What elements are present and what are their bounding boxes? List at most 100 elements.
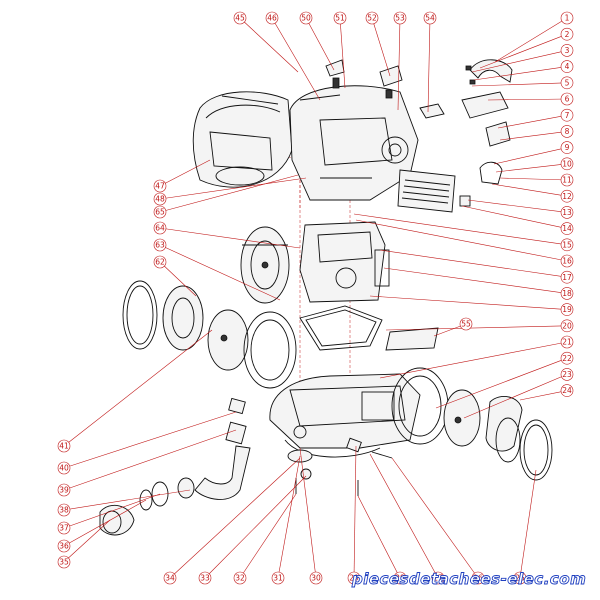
leader-line-18 (383, 267, 568, 294)
base-chassis-part (269, 373, 421, 458)
leader-line-40 (63, 411, 237, 469)
part-number-32: 32 (235, 574, 245, 583)
top-small-parts (325, 59, 445, 119)
leader-line-24 (519, 390, 568, 401)
label-circle-37 (57, 521, 71, 535)
leader-line-25 (519, 469, 537, 579)
leader-line-13 (467, 199, 568, 213)
leader-line-51 (339, 17, 346, 89)
part-number-47: 47 (155, 182, 165, 191)
leader-line-6 (487, 98, 568, 101)
label-circle-62 (153, 255, 167, 269)
label-circle-26 (471, 571, 485, 585)
label-circle-47 (153, 179, 167, 193)
label-circle-8 (560, 125, 574, 138)
label-circle-31 (271, 571, 285, 585)
leader-line-48 (159, 177, 307, 200)
part-number-35: 35 (59, 558, 69, 567)
label-circle-11 (560, 173, 574, 187)
label-circle-50 (299, 11, 313, 25)
left-wheel-stack (122, 280, 297, 389)
motor-housing-part (299, 221, 390, 303)
part-number-16: 16 (562, 257, 572, 266)
part-number-10: 10 (562, 159, 572, 168)
label-circle-55 (459, 317, 473, 331)
leader-line-4 (473, 66, 568, 81)
label-circle-54 (423, 11, 437, 25)
leader-lines (63, 17, 568, 579)
label-circle-22 (560, 351, 574, 365)
label-circle-15 (560, 238, 574, 252)
label-circle-17 (560, 270, 574, 284)
leader-line-19 (369, 295, 568, 310)
part-number-7: 7 (565, 111, 570, 120)
part-number-46: 46 (267, 14, 277, 23)
label-circle-6 (560, 92, 574, 106)
label-circle-40 (57, 461, 71, 475)
label-circle-46 (265, 11, 279, 25)
label-circle-10 (560, 157, 574, 171)
leader-line-41 (63, 329, 213, 447)
leader-line-11 (499, 177, 568, 181)
part-number-26: 26 (473, 574, 483, 583)
label-circle-13 (560, 206, 574, 219)
part-number-23: 23 (562, 370, 572, 379)
label-circle-53 (393, 11, 407, 25)
upper-cover-part (289, 85, 419, 201)
part-number-1: 1 (565, 14, 570, 23)
part-number-30: 30 (311, 574, 321, 583)
leader-line-47 (159, 159, 211, 187)
part-number-62: 62 (155, 258, 165, 267)
label-circle-65 (153, 205, 167, 219)
label-circle-21 (560, 335, 574, 349)
part-number-8: 8 (565, 127, 570, 136)
leader-line-30 (299, 447, 317, 579)
label-circle-34 (163, 571, 177, 585)
part-number-63: 63 (155, 241, 165, 250)
part-number-22: 22 (562, 354, 572, 363)
part-number-24: 24 (562, 386, 572, 395)
part-number-19: 19 (562, 305, 572, 314)
leader-line-52 (371, 17, 391, 77)
label-circle-30 (309, 571, 323, 585)
switch-parts (459, 121, 511, 207)
hose-inlet-parts (99, 397, 251, 536)
leader-line-15 (353, 213, 568, 246)
part-number-55: 55 (461, 320, 471, 329)
part-number-53: 53 (395, 14, 405, 23)
part-number-45: 45 (235, 14, 245, 23)
label-circle-38 (57, 503, 71, 517)
leader-line-63 (159, 244, 281, 301)
part-number-51: 51 (335, 14, 345, 23)
leader-line-65 (159, 174, 299, 213)
part-number-17: 17 (562, 273, 572, 282)
exhaust-filter-part (397, 169, 456, 213)
part-number-29: 29 (349, 574, 359, 583)
part-number-27: 27 (433, 574, 443, 583)
leader-line-50 (305, 17, 335, 71)
label-circle-52 (365, 11, 379, 25)
leader-line-27 (369, 453, 439, 579)
leader-line-54 (427, 17, 431, 113)
part-number-40: 40 (59, 464, 69, 473)
label-circle-41 (57, 439, 71, 453)
part-number-3: 3 (565, 46, 570, 55)
part-number-34: 34 (165, 574, 175, 583)
leader-line-36 (63, 499, 147, 547)
part-number-25: 25 (515, 574, 525, 583)
label-circle-5 (560, 76, 574, 90)
label-circle-25 (513, 571, 527, 585)
label-circle-2 (560, 27, 574, 41)
part-number-20: 20 (562, 321, 572, 330)
watermark-text: piecesdetachees-elec.com (351, 570, 586, 588)
label-circle-35 (57, 555, 71, 569)
label-circle-33 (198, 571, 212, 585)
part-number-37: 37 (59, 524, 69, 533)
leader-line-39 (63, 429, 237, 491)
label-circle-32 (233, 571, 247, 585)
part-number-18: 18 (562, 289, 572, 298)
leader-line-46 (271, 17, 321, 101)
leader-line-33 (204, 475, 307, 579)
